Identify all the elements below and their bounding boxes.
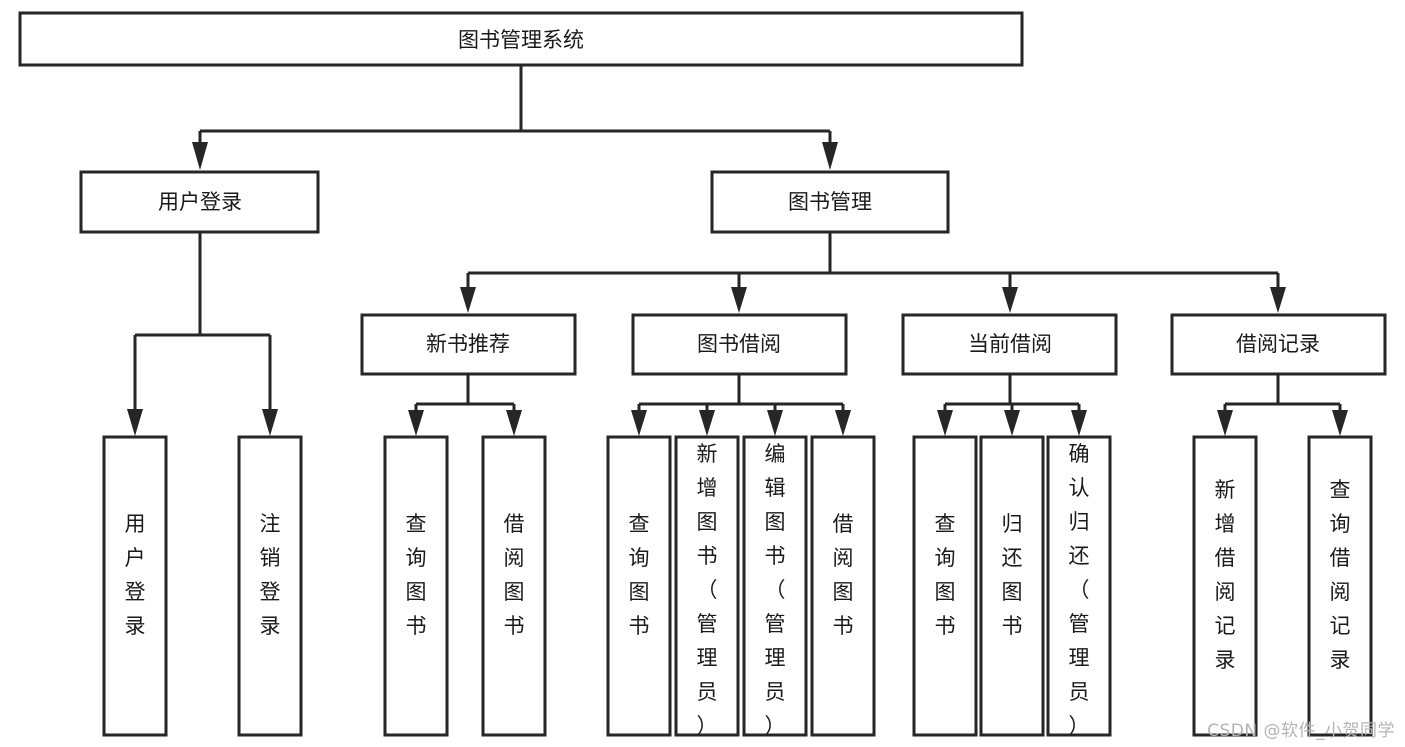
arrow-head-icon — [1217, 410, 1233, 436]
node-box[interactable] — [901, 313, 1118, 376]
connectors-layer — [127, 65, 1348, 436]
arrow-head-icon — [1002, 287, 1018, 313]
node-box[interactable] — [631, 313, 848, 376]
node-box[interactable] — [912, 435, 978, 737]
arrow-head-icon — [127, 409, 143, 436]
node-borrow[interactable]: 图书借阅 — [631, 313, 848, 376]
arrow-head-icon — [460, 287, 476, 313]
node-label: 查询图书 — [629, 512, 650, 638]
node-label: 当前借阅 — [968, 332, 1052, 356]
arrow-head-icon — [408, 410, 424, 436]
node-label: 编辑图书（管理员） — [765, 442, 786, 738]
node-box[interactable] — [606, 435, 672, 737]
node-label: 借阅记录 — [1236, 332, 1320, 356]
node-box[interactable] — [1046, 435, 1112, 737]
node-newbook[interactable]: 新书推荐 — [360, 313, 577, 376]
arrow-head-icon — [262, 409, 278, 436]
node-label: 新增借阅记录 — [1215, 478, 1236, 672]
arrow-head-icon — [1004, 410, 1020, 436]
node-label: 确认归还（管理员） — [1069, 442, 1090, 738]
node-bookmgmt[interactable]: 图书管理 — [710, 170, 950, 234]
node-box[interactable] — [237, 435, 303, 737]
node-leaf-user-login[interactable]: 用户登录 — [102, 435, 168, 737]
arrow-head-icon — [731, 287, 747, 313]
node-leaf-current-return[interactable]: 归还图书 — [979, 435, 1045, 737]
arrow-head-icon — [835, 410, 851, 436]
node-label: 查询借阅记录 — [1330, 478, 1351, 672]
node-label: 借阅图书 — [504, 512, 525, 638]
node-box[interactable] — [979, 435, 1045, 737]
node-root[interactable]: 图书管理系统 — [18, 11, 1024, 67]
node-label: 归还图书 — [1002, 512, 1023, 638]
node-box[interactable] — [1170, 313, 1387, 376]
arrow-head-icon — [1270, 287, 1286, 313]
node-label: 借阅图书 — [833, 512, 854, 638]
node-label: 用户登录 — [125, 512, 146, 638]
node-leaf-current-confirm[interactable]: 确认归还（管理员） — [1046, 435, 1112, 738]
node-records[interactable]: 借阅记录 — [1170, 313, 1387, 376]
node-login[interactable]: 用户登录 — [79, 170, 320, 234]
arrow-head-icon — [506, 410, 522, 436]
node-box[interactable] — [810, 435, 876, 737]
node-box[interactable] — [18, 11, 1024, 67]
node-leaf-current-query[interactable]: 查询图书 — [912, 435, 978, 737]
node-label: 查询图书 — [935, 512, 956, 638]
node-label: 图书管理 — [788, 190, 872, 214]
node-label: 用户登录 — [158, 190, 242, 214]
node-leaf-borrow-lend[interactable]: 借阅图书 — [810, 435, 876, 737]
arrow-head-icon — [767, 410, 783, 436]
node-box[interactable] — [79, 170, 320, 234]
node-box[interactable] — [383, 435, 449, 737]
node-leaf-new-borrow[interactable]: 借阅图书 — [481, 435, 547, 737]
node-box[interactable] — [360, 313, 577, 376]
arrow-head-icon — [631, 410, 647, 436]
arrow-head-icon — [822, 142, 838, 170]
node-box[interactable] — [102, 435, 168, 737]
node-label: 查询图书 — [406, 512, 427, 638]
node-label: 新书推荐 — [426, 332, 510, 356]
node-leaf-borrow-add[interactable]: 新增图书（管理员） — [674, 435, 740, 738]
node-box[interactable] — [674, 435, 740, 737]
node-box[interactable] — [742, 435, 808, 737]
arrow-head-icon — [1071, 410, 1087, 436]
node-box[interactable] — [710, 170, 950, 234]
arrow-head-icon — [937, 410, 953, 436]
node-current[interactable]: 当前借阅 — [901, 313, 1118, 376]
node-leaf-records-query[interactable]: 查询借阅记录 — [1307, 435, 1373, 737]
node-box[interactable] — [1192, 435, 1258, 737]
node-leaf-records-add[interactable]: 新增借阅记录 — [1192, 435, 1258, 737]
node-box[interactable] — [481, 435, 547, 737]
node-leaf-new-query[interactable]: 查询图书 — [383, 435, 449, 737]
arrow-head-icon — [1332, 410, 1348, 436]
node-label: 新增图书（管理员） — [697, 442, 718, 738]
node-label: 注销登录 — [260, 512, 281, 638]
node-leaf-borrow-edit[interactable]: 编辑图书（管理员） — [742, 435, 808, 738]
node-label: 图书借阅 — [697, 332, 781, 356]
arrow-head-icon — [192, 142, 208, 170]
node-label: 图书管理系统 — [458, 28, 584, 52]
node-leaf-user-logout[interactable]: 注销登录 — [237, 435, 303, 737]
node-leaf-borrow-query[interactable]: 查询图书 — [606, 435, 672, 737]
arrow-head-icon — [699, 410, 715, 436]
node-box[interactable] — [1307, 435, 1373, 737]
